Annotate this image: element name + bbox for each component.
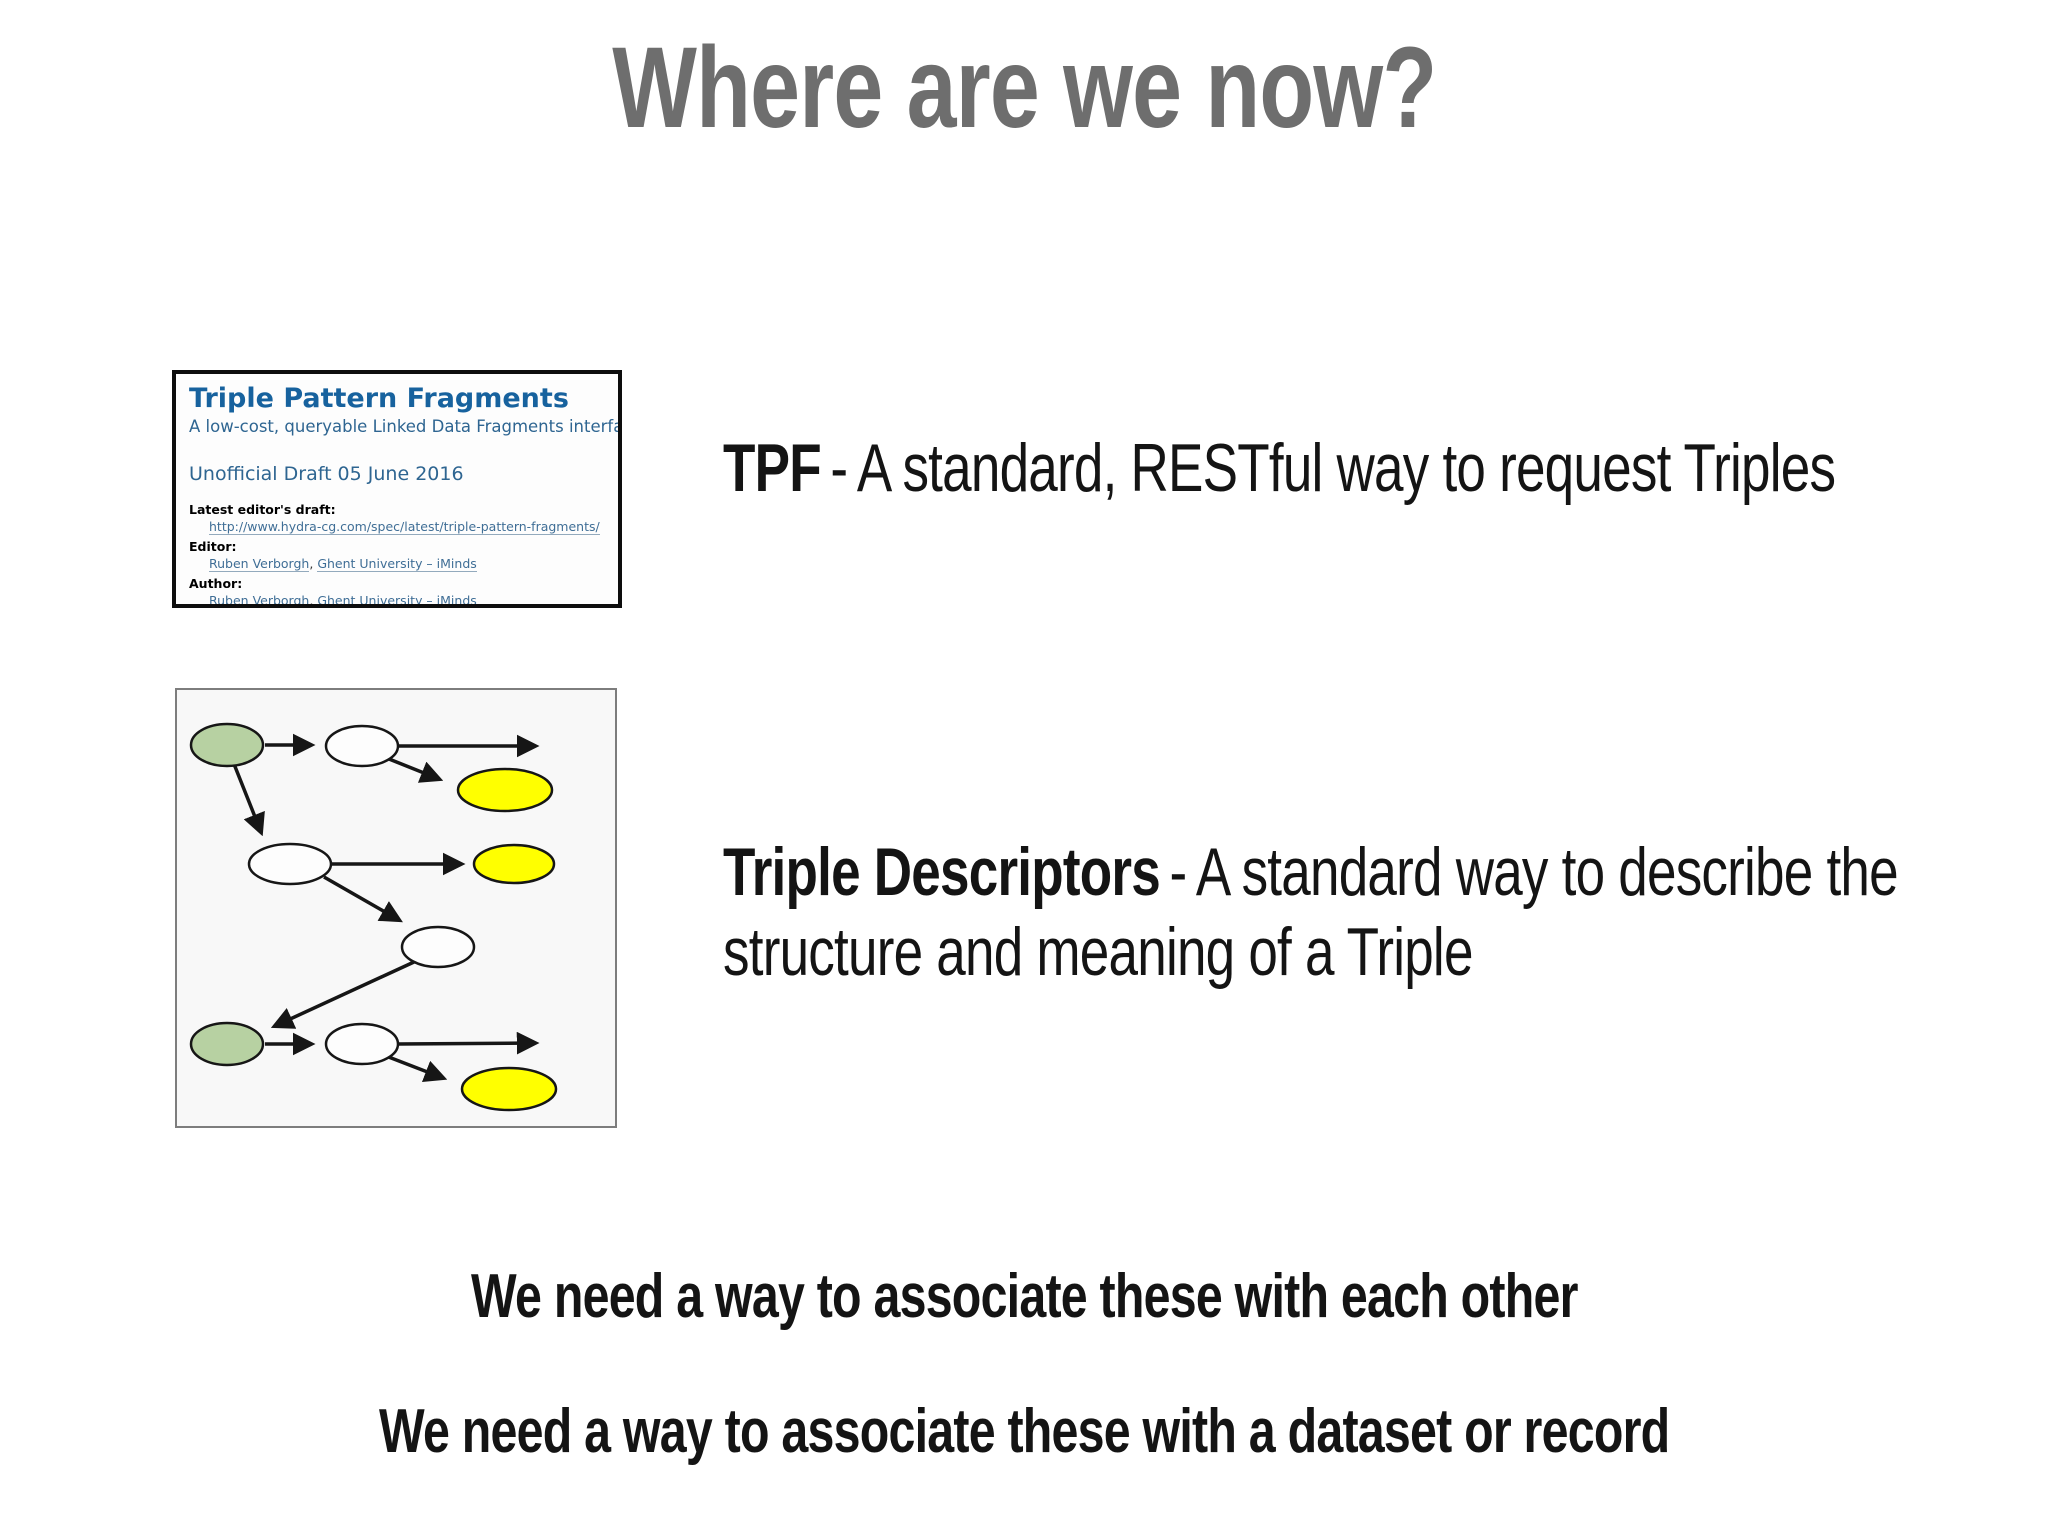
spec-status: Unofficial Draft 05 June 2016 [189,463,464,486]
predicate-node [324,724,400,768]
diagram-edges [232,733,540,1083]
editor-name-link[interactable]: Ruben Verborgh [209,556,310,573]
triple-graph-diagram [175,688,617,1128]
spec-metadata: Latest editor's draft: http://www.hydra-… [189,502,606,608]
object-node [456,767,554,813]
author-label: Author: [189,576,243,592]
author-affiliation-link[interactable]: Ghent University – iMinds [317,593,477,608]
tpf-description: A standard, RESTful way to request Tripl… [856,430,1836,506]
subject-node [189,1021,265,1067]
triple-descriptors-description: A standard way to describe the structure… [723,834,1899,991]
latest-draft-label: Latest editor's draft: [189,502,336,518]
page-title-text: Where are we now? [611,24,1437,152]
separator: , [309,593,314,608]
object-node [472,843,556,885]
spec-title: Triple Pattern Fragments [189,383,569,414]
tpf-term: TPF [723,430,822,506]
editor-affiliation-link[interactable]: Ghent University – iMinds [317,556,477,573]
editor-label: Editor: [189,539,237,555]
separator: , [309,556,314,572]
triple-descriptors-term: Triple Descriptors [723,834,1161,910]
note-associate-each-other: We need a way to associate these with ea… [470,1262,1578,1331]
diagram-nodes [189,722,558,1112]
spec-subtitle: A low-cost, queryable Linked Data Fragme… [189,417,622,437]
predicate-node [400,925,476,969]
tpf-point: TPF-A standard, RESTful way to request T… [723,428,1836,508]
page-title: Where are we now? [0,22,2048,154]
note-associate-dataset-record: We need a way to associate these with a … [378,1397,1670,1466]
latest-draft-link[interactable]: http://www.hydra-cg.com/spec/latest/trip… [209,519,600,536]
dash-separator: - [1169,834,1188,910]
triple-graph-svg [189,722,558,1112]
predicate-node [247,842,333,886]
predicate-node [324,1022,400,1066]
subject-node [189,722,265,768]
author-name-link[interactable]: Ruben Verborgh [209,593,310,608]
triple-descriptors-point: Triple Descriptors-A standard way to des… [723,832,2018,992]
object-node [460,1066,558,1112]
spec-document-thumbnail: Triple Pattern Fragments A low-cost, que… [172,370,622,608]
dash-separator: - [830,430,848,506]
